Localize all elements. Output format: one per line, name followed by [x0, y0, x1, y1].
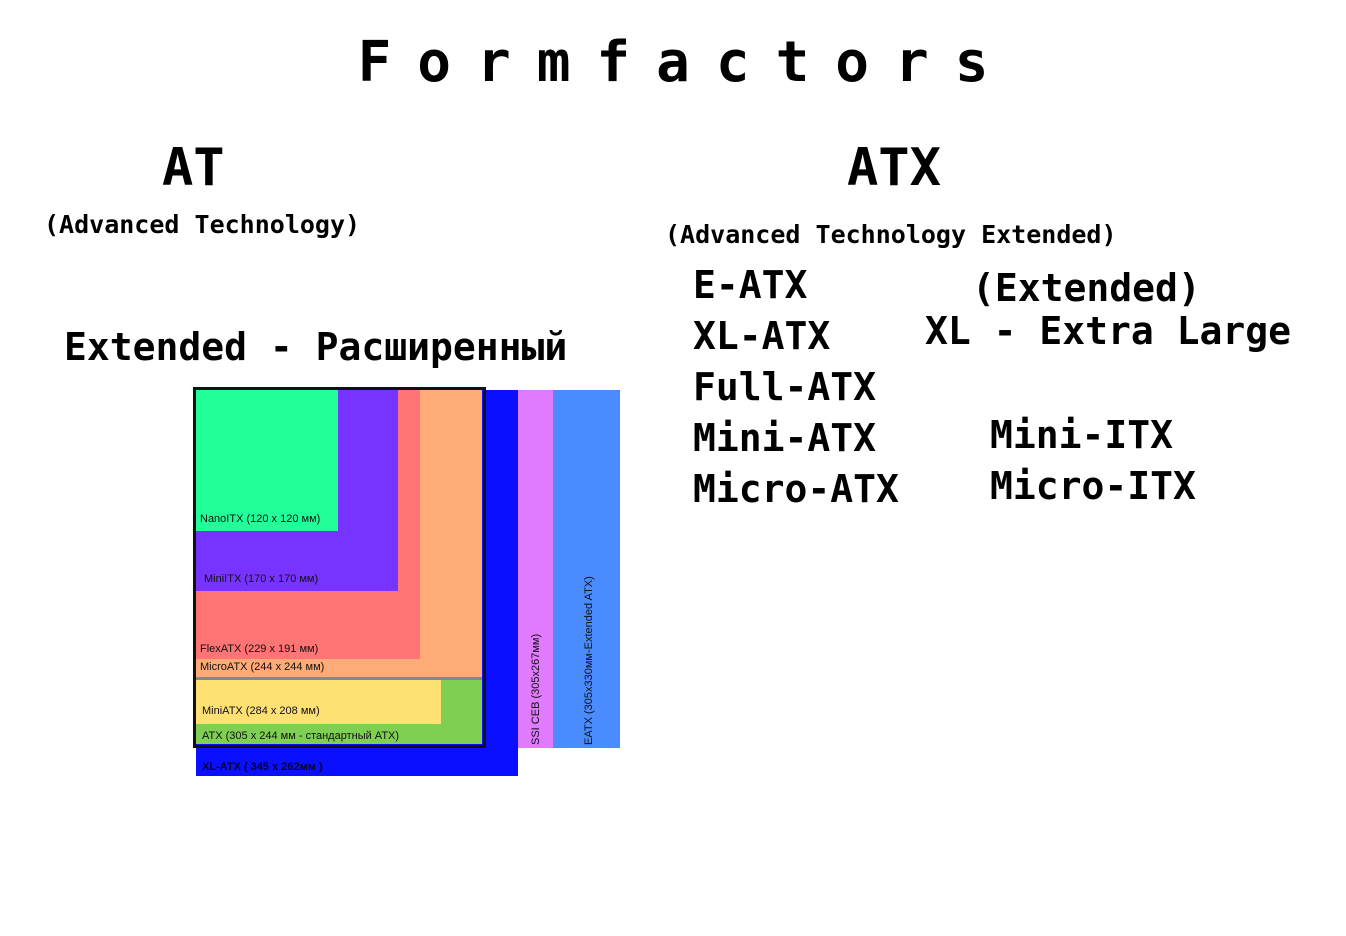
- board-outline: [193, 387, 486, 748]
- board-nanoitx: [196, 390, 338, 531]
- board-eatx: [553, 390, 620, 748]
- list-item: Micro-ITX: [990, 464, 1196, 508]
- label-flexatx: FlexATX (229 x 191 мм): [200, 643, 319, 655]
- label-ssiceb: SSI CEB (305x267мм): [530, 633, 542, 745]
- list-item: Mini-ATX: [693, 416, 877, 460]
- atx-list-right: Mini-ITX Micro-ITX: [990, 410, 1196, 512]
- extended-note: Extended - Расширенный: [64, 325, 568, 369]
- label-miniatx: MiniATX (284 x 208 мм): [202, 705, 320, 717]
- list-item: Micro-ATX: [693, 467, 899, 511]
- list-item: Mini-ITX: [990, 413, 1174, 457]
- list-item: E-ATX: [693, 263, 808, 307]
- at-subtitle: (Advanced Technology): [44, 210, 361, 239]
- atx-heading: ATX: [847, 138, 941, 198]
- label-miniitx: MiniITX (170 x 170 мм): [204, 573, 319, 585]
- label-xlatx: XL-ATX ( 345 x 262мм ): [202, 761, 323, 773]
- xl-label: XL - Extra Large: [925, 309, 1292, 353]
- extended-label: (Extended): [972, 266, 1201, 310]
- label-microatx: MicroATX (244 x 244 мм): [200, 661, 325, 673]
- list-item: Full-ATX: [693, 365, 877, 409]
- atx-list-left: E-ATX XL-ATX Full-ATX Mini-ATX Micro-ATX: [693, 260, 899, 515]
- at-heading: AT: [162, 138, 225, 198]
- list-item: XL-ATX: [693, 314, 831, 358]
- page-title: Formfactors: [357, 30, 1015, 95]
- label-nanoitx: NanoITX (120 x 120 мм): [200, 513, 321, 525]
- label-atx: ATX (305 x 244 мм - стандартный ATX): [202, 730, 400, 742]
- board-ssiceb: [518, 390, 553, 748]
- divider-line: [196, 677, 482, 680]
- label-eatx: EATX (305x330мм-Extended ATX): [583, 576, 595, 745]
- atx-subtitle: (Advanced Technology Extended): [665, 220, 1117, 249]
